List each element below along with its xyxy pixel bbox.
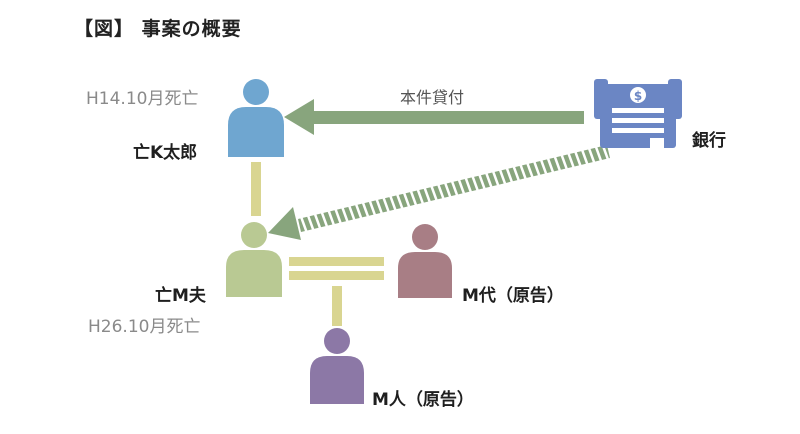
- k-taro-name-label: 亡K太郎: [133, 143, 198, 163]
- k-taro-death-label: H14.10月死亡: [86, 89, 199, 109]
- person-m-dai-icon: [398, 224, 452, 298]
- person-m-jin-icon: [310, 328, 364, 404]
- bank-label: 銀行: [692, 131, 726, 151]
- loan-arrow: [284, 99, 584, 135]
- child-line: [332, 286, 342, 326]
- person-m-husband-icon: [226, 222, 282, 297]
- loan-label: 本件貸付: [400, 88, 465, 107]
- m-husband-death-label: H26.10月死亡: [88, 317, 201, 337]
- m-husband-name-label: 亡M夫: [155, 286, 206, 306]
- m-dai-name-label: M代（原告）: [462, 286, 564, 306]
- person-k-taro-icon: [228, 79, 284, 157]
- m-jin-name-label: M人（原告）: [372, 390, 474, 410]
- bank-icon: $: [594, 79, 682, 148]
- parent-child-line: [251, 162, 261, 216]
- inherited-debt-arrow: [268, 145, 610, 240]
- diagram-title: 【図】 事案の概要: [74, 18, 242, 40]
- marriage-line: [289, 257, 384, 280]
- svg-text:$: $: [634, 89, 642, 103]
